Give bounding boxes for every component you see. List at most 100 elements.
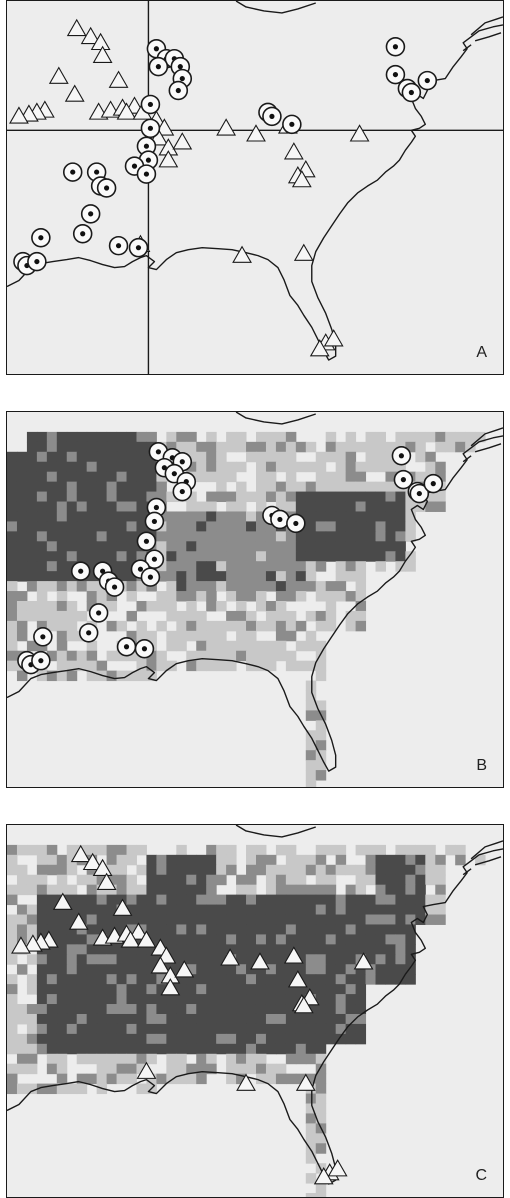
triangle-marker	[216, 118, 237, 136]
grid-cell	[96, 954, 108, 965]
triangle-marker	[250, 952, 270, 970]
grid-cell	[325, 1033, 337, 1045]
grid-cell	[206, 1033, 217, 1045]
grid-cell	[405, 884, 416, 896]
grid-cell	[126, 591, 137, 602]
grid-cell	[166, 610, 177, 622]
grid-cell	[315, 561, 327, 572]
grid-cell	[116, 1053, 128, 1065]
grid-cell	[46, 1083, 58, 1095]
triangle-marker	[80, 26, 101, 45]
grid-cell	[26, 1063, 38, 1075]
grid-cell	[295, 441, 307, 453]
coastline	[7, 1, 503, 361]
grid-cell	[136, 461, 147, 473]
grid-cell	[96, 1033, 108, 1045]
grid-cell	[365, 441, 377, 453]
grid-cell	[305, 1143, 317, 1154]
grid-cell	[315, 924, 327, 935]
grid-cell	[36, 974, 48, 985]
grid-cell	[335, 864, 347, 876]
grid-cell	[36, 591, 48, 602]
grid-cell	[56, 974, 68, 985]
grid-cell	[136, 471, 147, 483]
grid-cell	[46, 571, 58, 582]
triangle-marker	[293, 995, 314, 1014]
grid-cell	[335, 984, 347, 995]
grid-cell	[36, 954, 48, 965]
grid-cell	[86, 571, 98, 582]
grid-cell	[106, 954, 118, 965]
grid-cell	[186, 541, 197, 552]
grid-cell	[86, 984, 98, 995]
grid-cell	[226, 964, 237, 975]
grid-cell	[265, 894, 277, 906]
grid-cell	[136, 914, 147, 925]
grid-cell	[345, 894, 357, 906]
grid-cell	[315, 501, 327, 512]
grid-cell	[315, 1143, 327, 1154]
grid-cell	[305, 531, 317, 542]
grid-cell	[395, 844, 406, 856]
grid-cell	[36, 581, 48, 592]
grid-cell	[7, 864, 18, 876]
grid-cell	[56, 944, 68, 955]
grid-cell	[86, 521, 98, 532]
grid-cell	[275, 451, 287, 463]
grid-cell	[236, 1043, 247, 1055]
grid-cell	[395, 934, 406, 945]
grid-cell	[246, 571, 257, 582]
grid-cell	[116, 501, 128, 512]
grid-cell	[255, 591, 267, 602]
grid-cell	[116, 994, 128, 1005]
grid-cell	[66, 964, 78, 975]
grid-cell	[186, 984, 197, 995]
grid-cell	[365, 501, 377, 512]
grid-cell	[16, 874, 28, 886]
grid-cell	[246, 521, 257, 532]
grid-cell	[186, 974, 197, 985]
grid-cell	[435, 854, 446, 866]
grid-cell	[146, 874, 157, 886]
grid-cell	[275, 650, 287, 662]
grid-cell	[56, 854, 68, 866]
grid-cell	[206, 884, 217, 896]
grid-cell	[76, 481, 88, 493]
grid-cell	[206, 964, 217, 975]
grid-cell	[435, 864, 446, 876]
grid-cell	[305, 884, 317, 896]
grid-cell	[206, 1053, 217, 1065]
grid-cell	[86, 531, 98, 542]
grid-cell	[196, 1073, 207, 1085]
grid-cell	[56, 521, 68, 532]
grid-cell	[56, 571, 68, 582]
grid-cell	[236, 571, 247, 582]
grid-cell	[66, 561, 78, 572]
grid-cell	[116, 571, 128, 582]
grid-cell	[355, 1013, 367, 1025]
grid-cell	[26, 1083, 38, 1095]
grid-cell	[176, 874, 187, 886]
grid-cell	[136, 984, 147, 995]
grid-cell	[7, 934, 18, 945]
grid-cell	[126, 610, 137, 622]
grid-cell	[116, 1033, 128, 1045]
grid-cell	[325, 954, 337, 965]
grid-cell	[66, 551, 78, 562]
grid-cell	[196, 1053, 207, 1065]
circle-dot-icon	[409, 483, 430, 504]
grid-cell	[116, 511, 128, 522]
grid-cell	[26, 1023, 38, 1035]
grid-cell	[116, 964, 128, 975]
grid-cell	[116, 1004, 128, 1015]
grid-cell	[236, 974, 247, 985]
grid-cell	[295, 984, 307, 995]
grid-cell	[16, 864, 28, 876]
grid-cell	[26, 491, 38, 503]
grid-cell	[166, 571, 177, 582]
grid-cell	[335, 1033, 347, 1045]
grid-cell	[345, 884, 357, 896]
grid-cell	[246, 994, 257, 1005]
grid-cell	[315, 1133, 327, 1144]
grid-cell	[236, 954, 247, 965]
